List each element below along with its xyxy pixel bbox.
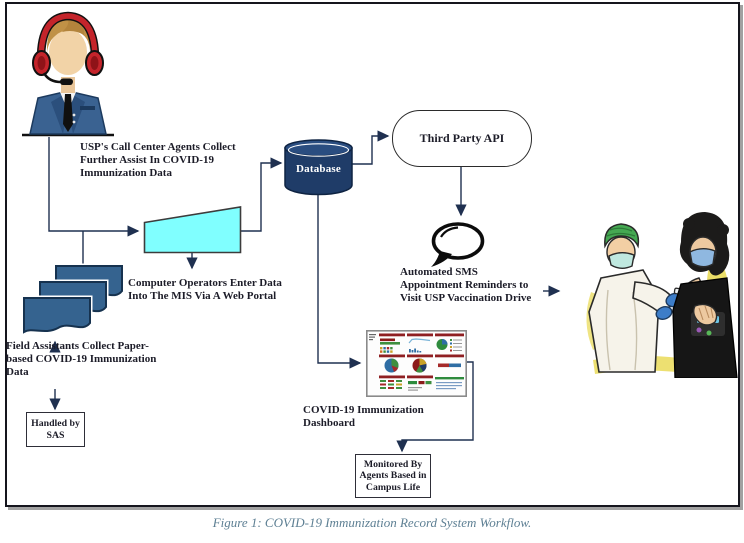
dashboard-thumbnail [366, 330, 467, 397]
call-center-agent-icon [22, 11, 114, 137]
call-center-label: USP's Call Center Agents Collect Further… [80, 141, 236, 179]
sms-label: Automated SMS Appointment Reminders to V… [400, 266, 532, 304]
speech-bubble-icon [431, 222, 485, 267]
third-party-api-label: Third Party API [419, 131, 505, 145]
vaccination-illustration [586, 212, 738, 378]
figure-caption: Figure 1: COVID-19 Immunization Record S… [212, 515, 532, 530]
paper-documents-icon [22, 263, 124, 337]
third-party-api-node: Third Party API [392, 110, 532, 167]
monitored-by-box: Monitored By Agents Based in Campus Life [355, 454, 431, 498]
field-assistants-label: Field Assistants Collect Paper- based CO… [6, 340, 157, 378]
manual-entry-trapezoid [143, 206, 242, 254]
database-label: Database [296, 163, 341, 175]
database-icon [284, 139, 353, 196]
manual-entry-label: Computer Operators Enter Data Into The M… [128, 277, 282, 302]
dashboard-label: COVID-19 Immunization Dashboard [303, 404, 424, 429]
handled-by-sas-box: Handled by SAS [26, 412, 85, 447]
